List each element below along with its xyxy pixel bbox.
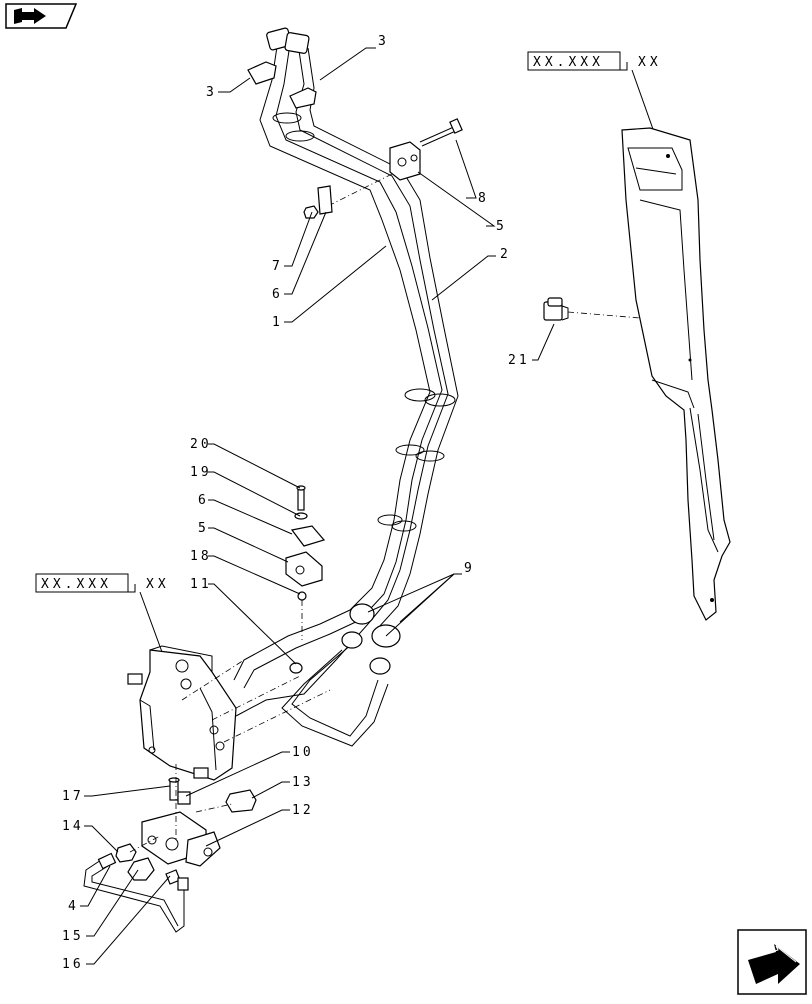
callout-7: 7	[272, 259, 283, 274]
callout-3: 3	[378, 34, 389, 49]
callout-6: 6	[272, 287, 283, 302]
reference-code: XX.XXX	[533, 55, 604, 70]
next-page-arrow-icon[interactable]	[737, 929, 807, 995]
callout-19: 19	[190, 465, 212, 480]
callout-13: 13	[292, 775, 314, 790]
callout-6: 6	[198, 493, 209, 508]
clamp-part-3	[247, 61, 317, 109]
callout-14: 14	[62, 819, 84, 834]
reference-code: XX.XXX	[41, 577, 112, 592]
callout-2: 2	[500, 247, 511, 262]
clamp-block-part-5-top	[331, 118, 463, 205]
callout-4: 4	[68, 899, 79, 914]
reference-box-top[interactable]: XX.XXX XX	[527, 51, 662, 133]
control-valve	[127, 645, 237, 781]
callout-21: 21	[508, 353, 530, 368]
callout-8: 8	[478, 191, 489, 206]
reference-suffix: XX	[638, 55, 662, 70]
callout-1: 1	[272, 315, 283, 330]
reference-suffix: XX	[146, 577, 170, 592]
callout-9: 9	[464, 561, 475, 576]
lower-hoses	[233, 603, 401, 747]
callout-labels: 3 3 8 5 2 7 6 1 21 20 19 6 5 18 11 9 10 …	[62, 34, 530, 972]
leader-lines	[80, 47, 555, 965]
callout-12: 12	[292, 803, 314, 818]
hardware-stack	[285, 485, 326, 640]
clip-part-21	[543, 297, 641, 321]
book-arrow-icon[interactable]	[5, 3, 78, 29]
callout-16: 16	[62, 957, 84, 972]
fittings-cluster	[83, 777, 257, 933]
callout-18: 18	[190, 549, 212, 564]
side-panel-cover	[621, 127, 731, 621]
callout-11: 11	[190, 577, 212, 592]
callout-17: 17	[62, 789, 84, 804]
callout-3: 3	[206, 85, 217, 100]
callout-5: 5	[496, 219, 507, 234]
callout-5: 5	[198, 521, 209, 536]
hydraulic-hoses	[259, 27, 459, 629]
plate-part-6-top	[303, 185, 333, 219]
callout-15: 15	[62, 929, 84, 944]
callout-20: 20	[190, 437, 212, 452]
reference-box-left[interactable]: XX.XXX XX	[35, 573, 170, 653]
callout-10: 10	[292, 745, 314, 760]
